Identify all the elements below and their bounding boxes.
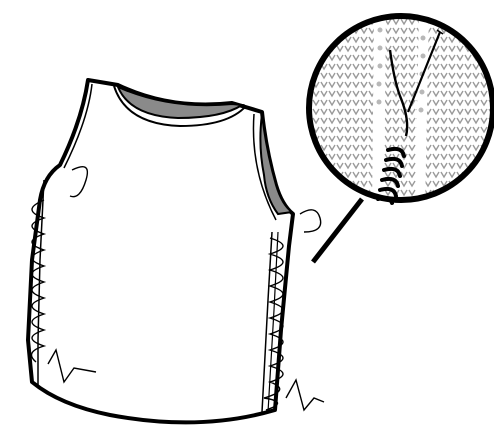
magnifier-detail-icon xyxy=(300,10,494,210)
vest-icon xyxy=(28,80,293,422)
detail-leader-line xyxy=(313,199,362,262)
